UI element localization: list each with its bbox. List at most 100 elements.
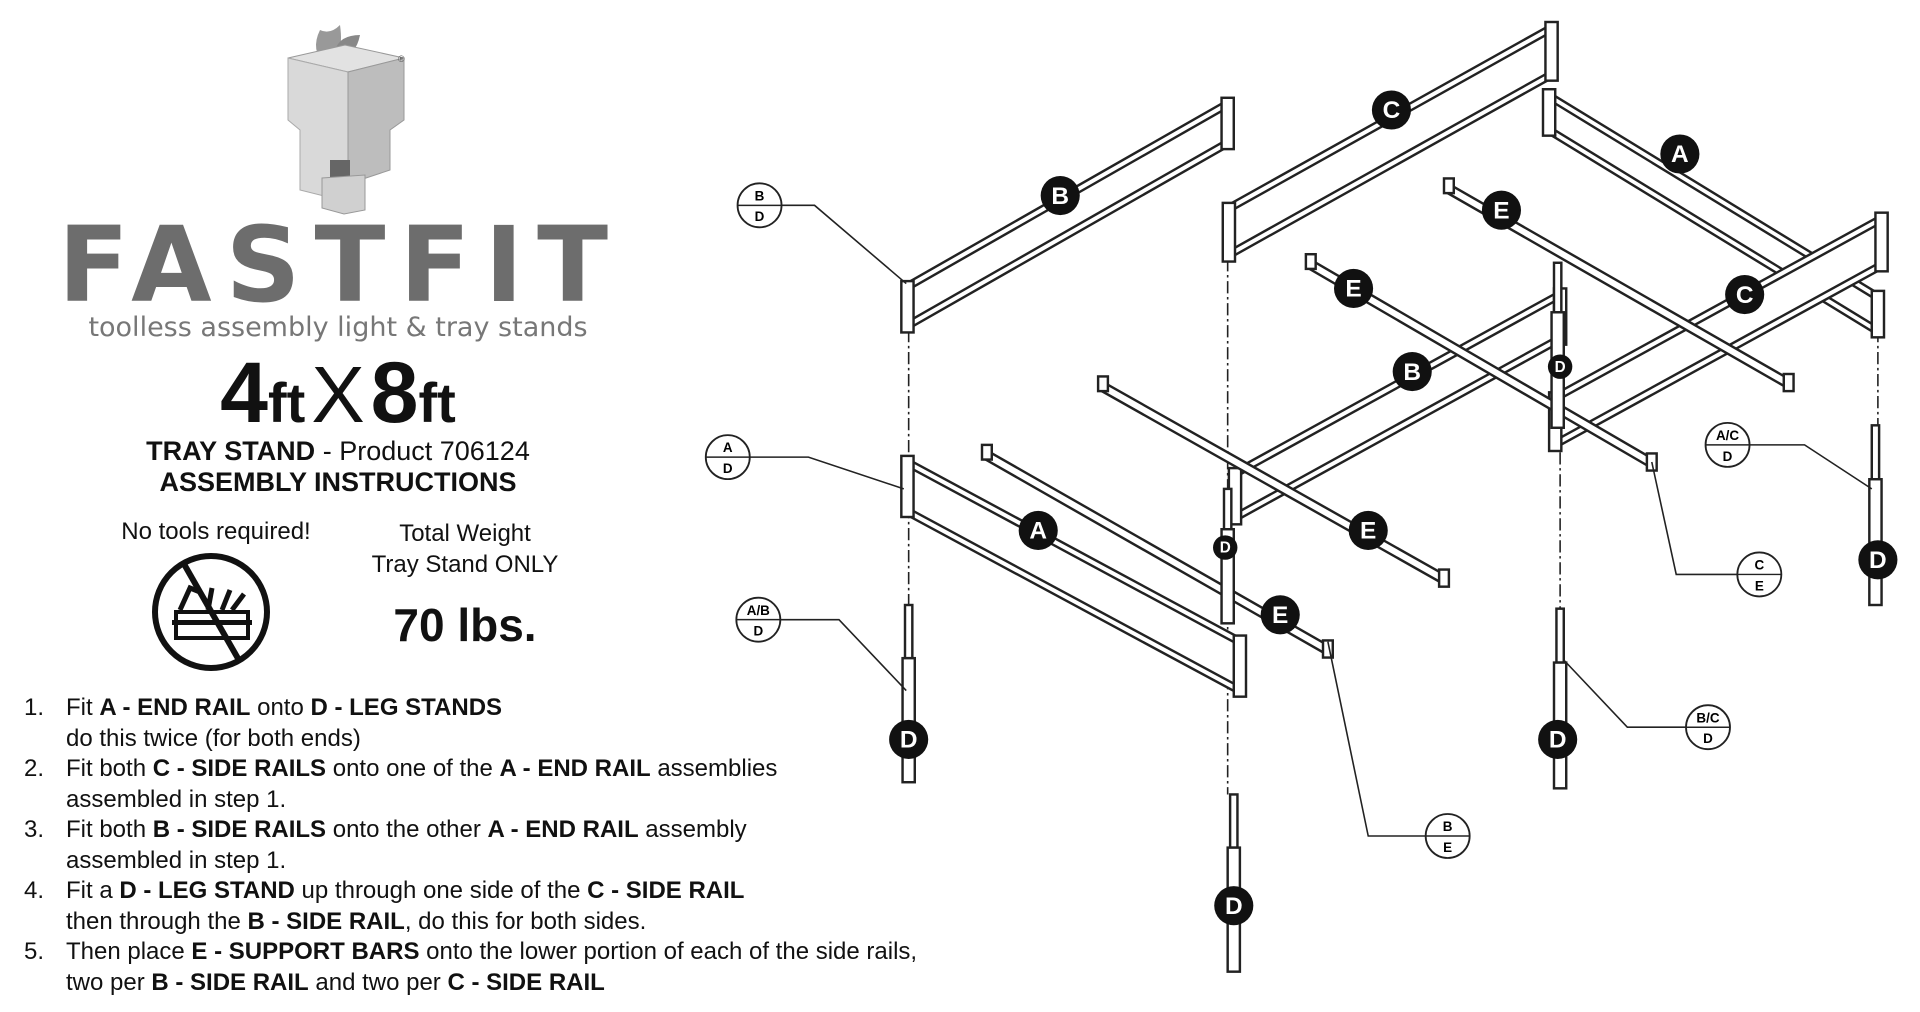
part-name: A - END RAIL <box>99 694 251 721</box>
part-label-letter: E <box>1345 276 1361 303</box>
callout-leader-arrow <box>749 456 905 490</box>
instructions-heading: ASSEMBLY INSTRUCTIONS <box>159 467 517 497</box>
step-3-line-2: assembled in step 1. <box>24 846 917 877</box>
rail-b-front-end-cap <box>1227 466 1243 526</box>
step-4-line-2: then through the B - SIDE RAIL, do this … <box>24 907 917 938</box>
weight-line-2: Tray Stand ONLY <box>371 551 559 578</box>
step-text: Fit a D - LEG STAND up through one side … <box>66 876 744 907</box>
step-text: two per B - SIDE RAIL and two per C - SI… <box>66 968 605 999</box>
support-bar-end <box>1437 568 1451 588</box>
rail-a-front <box>905 456 1242 697</box>
step-text-segment: Fit a <box>66 877 120 904</box>
callout-abd: A/B D <box>735 596 907 692</box>
leg-stand-d-pin <box>1870 424 1881 481</box>
callout-circle <box>735 596 782 643</box>
no-tools-label: No tools required! <box>121 518 311 545</box>
part-label-badge <box>1040 176 1080 216</box>
width-unit: ft <box>268 371 306 434</box>
rail-b-rear-edge <box>905 138 1229 324</box>
part-label-badge <box>1260 595 1300 635</box>
support-bar-end <box>1442 177 1456 195</box>
part-name: B - SIDE RAILS <box>152 816 327 843</box>
callout-bottom: D <box>755 209 765 224</box>
step-text: assembled in step 1. <box>66 785 286 816</box>
part-label-badge <box>1348 510 1388 550</box>
part-label-letter: D <box>1869 547 1887 574</box>
part-label-b: B <box>1392 352 1432 392</box>
step-text-segment: up through one side of the <box>294 877 588 904</box>
part-label-badge <box>1858 540 1898 580</box>
part-label-letter: E <box>1360 518 1376 545</box>
rail-a-rear-edge <box>1547 97 1879 302</box>
leg-stand-d-pin <box>1228 793 1239 849</box>
part-label-a: A <box>1018 510 1058 550</box>
step-number: 1. <box>24 694 45 721</box>
callout-circle <box>1736 551 1783 598</box>
support-bar-end <box>1321 639 1335 659</box>
step-5-line-1: 5.Then place E - SUPPORT BARS onto the l… <box>24 937 917 968</box>
callout-be: BE <box>1327 641 1471 859</box>
part-label-letter: B <box>1403 359 1421 386</box>
support-bar-e-3 <box>1100 379 1446 587</box>
part-label-letter: D <box>1555 359 1566 376</box>
callout-bottom: D <box>753 624 763 639</box>
callout-leader-arrow <box>781 204 907 285</box>
rail-a-rear-end-cap <box>1541 88 1557 137</box>
step-text-segment: onto one of the <box>326 755 500 782</box>
step-number <box>24 724 66 755</box>
part-label-c: C <box>1371 90 1411 130</box>
callout-top: A <box>723 440 733 455</box>
rail-b-front-end-cap <box>1552 287 1568 346</box>
step-number: 2. <box>24 755 45 782</box>
step-text: Fit both C - SIDE RAILS onto one of the … <box>66 754 777 785</box>
part-label-e: E <box>1348 510 1388 550</box>
part-label-letter: A <box>1671 141 1689 168</box>
rail-a-rear-edge <box>1547 124 1879 329</box>
step-text: Fit A - END RAIL onto D - LEG STANDS <box>66 693 502 724</box>
callout-acd: A/CD <box>1704 421 1873 490</box>
step-text-segment: , do this for both sides. <box>404 907 647 935</box>
product-type: TRAY STAND <box>146 436 316 466</box>
part-name: A - END RAIL <box>499 755 651 782</box>
support-bar-end <box>1304 253 1317 271</box>
callout-top: A/B <box>747 603 770 618</box>
part-label-a: A <box>1660 134 1700 174</box>
callout-bottom: E <box>1755 578 1764 593</box>
step-text-segment: do this twice (for both ends) <box>66 724 361 752</box>
callout-circle <box>1685 704 1731 751</box>
callout-leader-arrow <box>1327 641 1470 837</box>
step-text-segment: assembled in step 1. <box>66 846 287 874</box>
rail-b-front-edge <box>1233 297 1561 479</box>
step-text-segment: two per <box>66 968 152 996</box>
part-label-c: C <box>1725 275 1765 315</box>
part-label-badge <box>1725 275 1765 315</box>
step-1-line-2: do this twice (for both ends) <box>24 724 917 755</box>
step-text-segment: Fit both <box>66 755 153 782</box>
callout-ce: CE <box>1651 461 1783 598</box>
weight-line-1: Total Weight <box>399 520 531 547</box>
rail-c-rear-end-cap <box>1544 20 1559 82</box>
part-label-e: E <box>1334 268 1374 308</box>
part-label-badge <box>1547 354 1573 379</box>
part-label-badge <box>1213 535 1238 560</box>
width-number: 4 <box>220 345 269 441</box>
part-label-badge <box>1214 886 1254 926</box>
step-text-segment: Fit <box>66 694 100 721</box>
part-label-d: D <box>1858 540 1898 580</box>
step-text: assembled in step 1. <box>66 846 286 877</box>
part-label-letter: E <box>1493 197 1509 224</box>
support-bar-end <box>1096 375 1110 393</box>
support-bar-end <box>980 443 994 461</box>
rail-a-front-end-cap <box>900 454 915 519</box>
support-bar-e-4 <box>984 447 1330 658</box>
support-bar-end <box>1782 372 1795 393</box>
part-label-badge <box>1371 90 1411 130</box>
part-label-e: E <box>1260 595 1300 635</box>
callout-leader-arrow <box>1563 659 1731 729</box>
step-4-line-1: 4.Fit a D - LEG STAND up through one sid… <box>24 876 917 907</box>
rail-a-front-end-cap <box>1232 634 1248 698</box>
fastfit-logo-icon: ® <box>287 25 405 215</box>
callout-top: B <box>755 188 765 203</box>
leg-stand-d-pin <box>1222 487 1233 531</box>
callout-circle <box>1704 421 1751 468</box>
